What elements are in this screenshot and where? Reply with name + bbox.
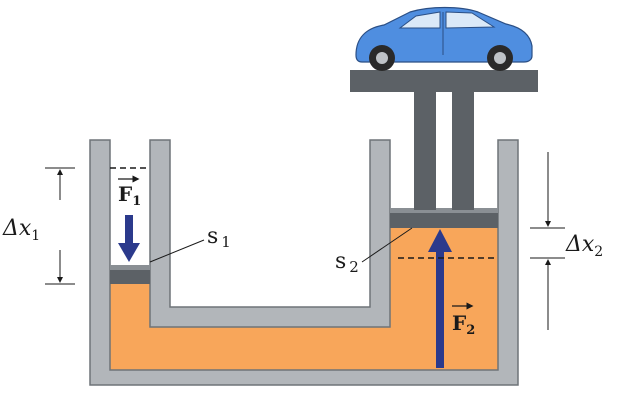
car-body [355, 6, 533, 63]
car-window-front [398, 11, 441, 29]
car [355, 6, 533, 71]
force-arrow-large-head [428, 229, 452, 252]
piston-shaft-right [452, 92, 474, 210]
label-disp-large: Δx2 [565, 232, 603, 260]
leader-s1 [149, 239, 205, 263]
label-force-small: F1 [118, 182, 141, 209]
force-arrow-small-head [118, 243, 140, 262]
left-tube-inner-wall [149, 139, 391, 328]
leader-s2 [361, 227, 413, 263]
piston-shaft-left [414, 92, 436, 210]
container-outer-wall [89, 139, 519, 386]
lift-platform [350, 70, 538, 92]
label-disp-small: Δx1 [2, 216, 40, 244]
large-piston-top [390, 208, 498, 213]
small-piston-top [110, 265, 150, 270]
car-window-rear [445, 11, 496, 29]
label-force-large: F2 [452, 311, 475, 338]
hydraulic-fluid [110, 228, 498, 370]
